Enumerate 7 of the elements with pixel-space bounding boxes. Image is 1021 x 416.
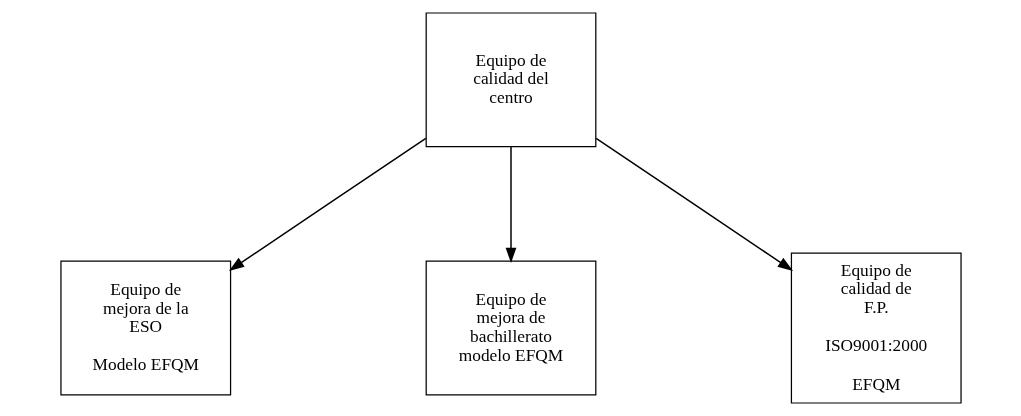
arrow <box>594 137 793 271</box>
node-box: Equipo de mejora de la ESO Modelo EFQM <box>59 260 231 396</box>
arrow <box>228 137 427 271</box>
node-box: Equipo de calidad del centro <box>425 12 596 148</box>
arrow <box>505 146 516 264</box>
node-box: Equipo de calidad de F.P. ISO9001:2000 EFQM <box>790 252 962 404</box>
node-box: Equipo de mejora de bachillerato modelo EFQM <box>425 260 596 396</box>
